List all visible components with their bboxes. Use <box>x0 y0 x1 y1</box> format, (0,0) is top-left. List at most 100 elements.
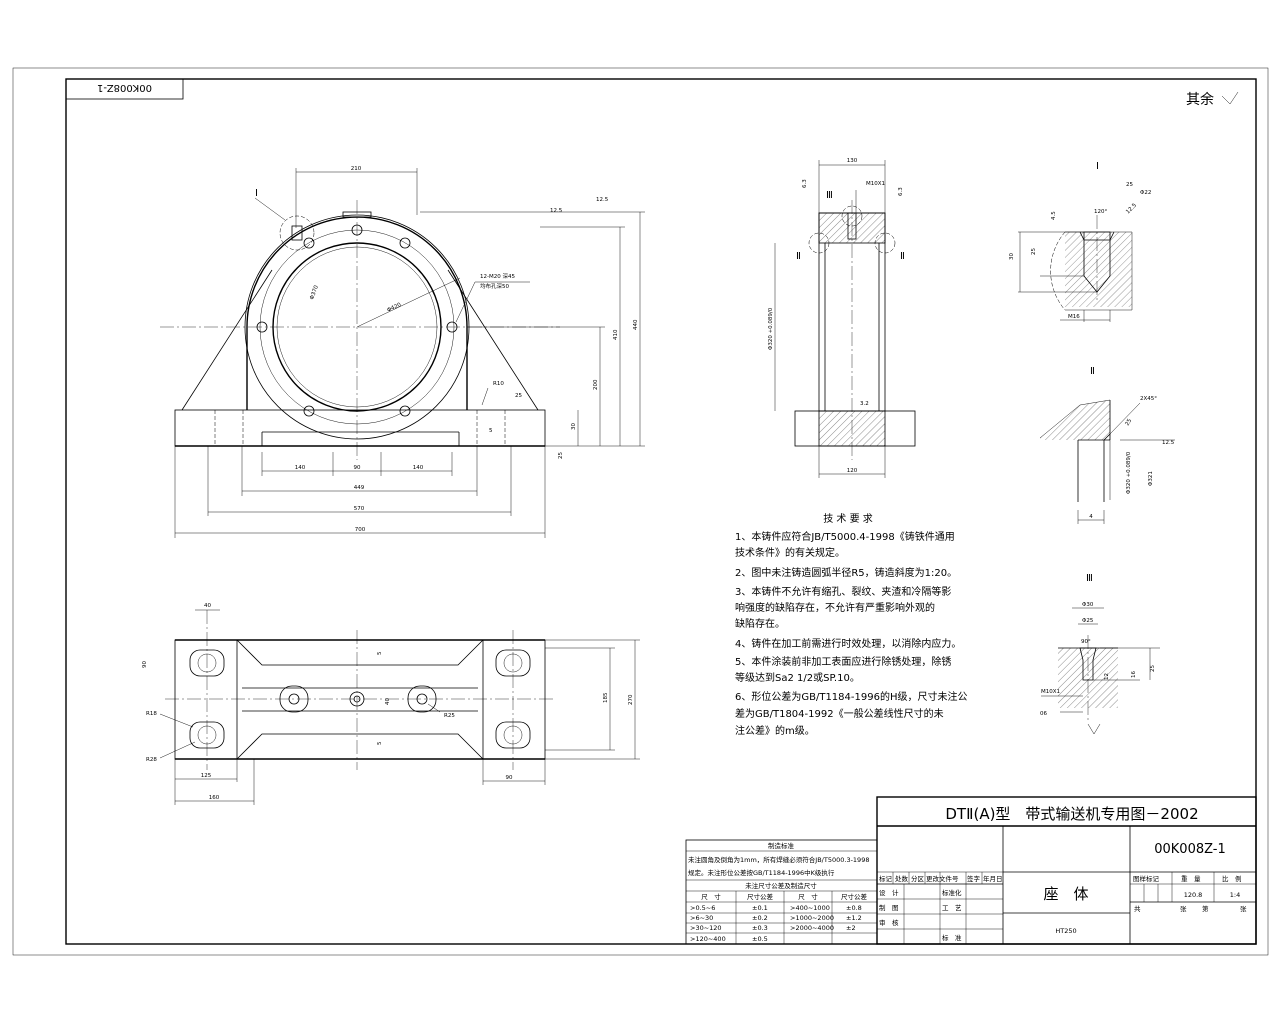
diii-d16: 16 <box>1131 671 1137 678</box>
dim-span-right: 140 <box>413 465 424 471</box>
material: HT250 <box>1055 927 1076 935</box>
detail-I-callout <box>279 215 315 251</box>
tech-req-line: 注公差》的m级。 <box>735 724 815 737</box>
plan-dim-40: 40 <box>204 603 211 609</box>
sec-rough-1: 6.3 <box>802 179 808 188</box>
dim-base-slope: 25 <box>515 393 522 399</box>
roughness-symbol-icon <box>1221 91 1239 105</box>
mfg-line2: 规定。未注形位公差按GB/T1184-1996中K级执行 <box>688 868 835 877</box>
di-dim-phi22: Φ22 <box>1140 190 1151 196</box>
manufacturing-standard-table: 制造标准 未注圆角及倒角为1mm，所有焊缝必须符合JB/T5000.3-1998… <box>685 839 878 945</box>
sec-label-III: Ⅲ <box>826 190 833 201</box>
view-I-mark: Ⅰ <box>255 188 258 199</box>
dim-height-center: 200 <box>593 379 599 390</box>
dim-height-mid: 410 <box>613 329 619 340</box>
detail-II: Ⅱ 2X45° 25 12.5 4 Φ320 +0.089/0 Φ321 <box>1039 366 1175 524</box>
part-name: 座 体 <box>1043 885 1088 903</box>
dii-width4: 4 <box>1089 514 1093 520</box>
sec-dim-tap: M10X1 <box>866 181 885 187</box>
roughness-note: 其余 <box>1186 91 1239 108</box>
mfg-header: 尺 寸 <box>798 892 818 901</box>
tech-req-line: 响强度的缺陷存在，不允许有严重影响外观的 <box>735 601 935 614</box>
dii-bore: Φ320 +0.089/0 <box>1126 451 1132 494</box>
mfg-cell: ±0.2 <box>752 914 768 922</box>
mfg-cell: >1000~2000 <box>790 914 834 922</box>
plan-r25: R25 <box>444 713 455 719</box>
role-label: 制 图 <box>879 903 899 912</box>
tech-req-line: 3、本铸件不允许有缩孔、裂纹、夹渣和冷隔等影 <box>735 585 951 598</box>
dim-height-total: 440 <box>633 319 639 330</box>
diii-d25: 25 <box>1150 665 1156 672</box>
bolt-hole-pattern <box>256 224 458 417</box>
stage-mark: 图样标记 <box>1133 874 1160 883</box>
dim-width-570: 570 <box>354 506 365 512</box>
mfg-cell: >2000~4000 <box>790 924 834 932</box>
project-title: DTⅡ(A)型 带式输送机专用图－2002 <box>945 805 1198 823</box>
mfg-cell: ±2 <box>846 924 856 932</box>
sheets-label: 张 <box>1180 904 1187 913</box>
diii-phi25: Φ25 <box>1082 618 1094 624</box>
tech-req-line: 2、图中未注铸造圆弧半径R5，铸造斜度为1:20。 <box>735 566 957 579</box>
role-label: 审 核 <box>879 918 899 927</box>
mfg-cell: >0.5~6 <box>690 904 715 912</box>
dim-width-449: 449 <box>354 485 365 491</box>
dim-base-slope2: 25 <box>558 452 564 459</box>
diii-phi30: Φ30 <box>1082 602 1094 608</box>
rev-header: 年月日 <box>983 874 1003 883</box>
front-view: Ⅰ 210 12.5 12.5 Φ370 Φ420 12-M20 深45 均布孔… <box>160 166 645 538</box>
mfg-cell: ±0.8 <box>846 904 862 912</box>
plan-r18: R18 <box>146 711 157 717</box>
sec-label-II-left: Ⅱ <box>796 251 801 262</box>
rev-header: 标记 <box>879 874 893 883</box>
sec-dim-width-bottom: 120 <box>847 468 858 474</box>
di-dim-45: 4.5 <box>1051 211 1057 220</box>
di-dim-30: 30 <box>1009 253 1015 260</box>
scale-label: 比 例 <box>1222 874 1242 883</box>
diii-d06: 06 <box>1040 711 1047 717</box>
mfg-header: 尺寸公差 <box>841 892 868 901</box>
diii-angle: 90° <box>1081 639 1091 645</box>
detail-I-label: Ⅰ <box>1096 161 1099 172</box>
mfg-cell: >120~400 <box>690 935 726 943</box>
inner-border <box>65 78 1257 945</box>
plan-dim-90b: 90 <box>506 775 513 781</box>
detail-III-label: Ⅲ <box>1086 573 1093 584</box>
tech-req-line: 4、铸件在加工前需进行时效处理，以消除内应力。 <box>735 637 961 650</box>
diii-rough-icon <box>1087 723 1101 735</box>
sheets-total-label: 共 <box>1134 904 1141 913</box>
plan-r28: R28 <box>146 757 157 763</box>
dim-bore-outer: Φ370 <box>309 284 320 300</box>
plan-dim-5b: 5 <box>377 741 383 745</box>
tech-req-line: 缺陷存在。 <box>735 617 785 630</box>
mfg-cell: ±0.3 <box>752 924 768 932</box>
role-label: 标准化 <box>942 888 962 897</box>
title-block: DTⅡ(A)型 带式输送机专用图－2002 00K008Z-1 座 体 HT25… <box>876 796 1257 945</box>
dim-width-700: 700 <box>355 527 366 533</box>
mfg-header: 尺 寸 <box>701 892 721 901</box>
sheet-label: 张 <box>1240 904 1247 913</box>
tech-req-line: 5、本件涂装前非加工表面应进行除锈处理，除锈 <box>735 655 951 668</box>
mfg-title: 制造标准 <box>768 841 795 850</box>
role-label: 工 艺 <box>942 904 962 912</box>
dii-rough: 12.5 <box>1162 440 1175 446</box>
plan-dim-90: 90 <box>142 661 148 668</box>
roughness-note-text: 其余 <box>1186 91 1214 108</box>
dim-top-width: 210 <box>351 166 362 172</box>
detail-II-label: Ⅱ <box>1090 366 1095 377</box>
role-label: 标 准 <box>942 933 962 942</box>
outer-trim-border <box>12 67 1269 956</box>
scale-value: 1:4 <box>1230 891 1240 899</box>
tech-req-line: 等级达到Sa2 1/2或SP.10。 <box>735 671 860 684</box>
role-label: 设 计 <box>879 888 899 897</box>
mfg-cell: ±1.2 <box>846 914 862 922</box>
tech-req-line: 6、形位公差为GB/T1184-1996的H级，尺寸未注公 <box>735 690 967 703</box>
sec-label-II-right: Ⅱ <box>900 251 905 262</box>
weight-value: 120.8 <box>1184 891 1203 899</box>
mfg-header: 尺寸公差 <box>747 892 774 901</box>
di-dim-angle: 120° <box>1094 209 1107 215</box>
diii-m10: M10X1 <box>1041 689 1060 695</box>
plan-dim-125: 125 <box>201 773 212 779</box>
plan-dim-40b: 40 <box>385 698 391 705</box>
